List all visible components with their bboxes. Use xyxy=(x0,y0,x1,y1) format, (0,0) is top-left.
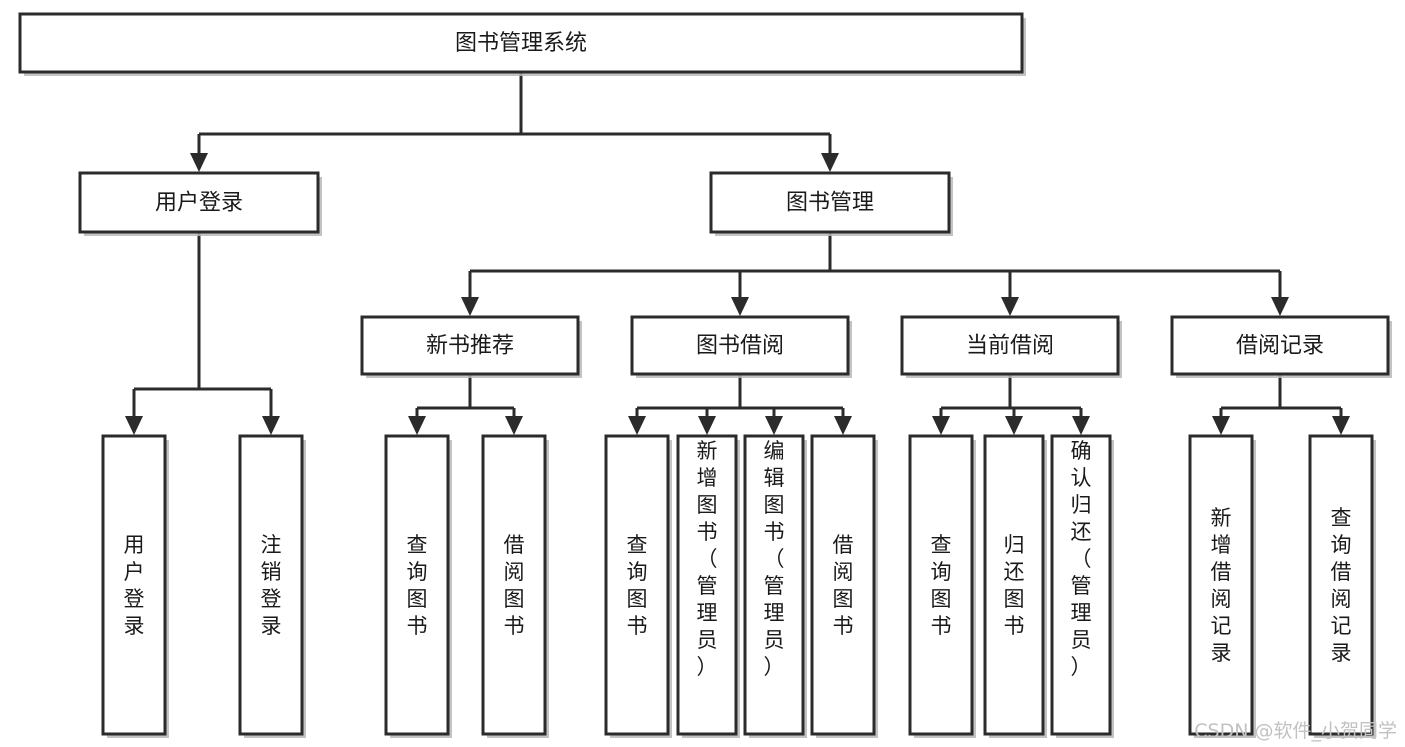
node-new-book-recommend[interactable]: 新书推荐 xyxy=(360,315,582,378)
node-label: 用户登录 xyxy=(155,191,243,216)
connector-group xyxy=(932,374,1090,435)
node-root[interactable]: 图书管理系统 xyxy=(18,12,1026,76)
node-current-borrow[interactable]: 当前借阅 xyxy=(900,315,1122,378)
arrow-head-icon xyxy=(765,416,783,435)
node-borrow-records[interactable]: 借阅记录 xyxy=(1170,315,1392,378)
node-label: 借阅记录 xyxy=(1236,334,1324,359)
node-book-management[interactable]: 图书管理 xyxy=(709,171,953,236)
node-label: 归还图书 xyxy=(1004,533,1025,638)
node-layer: 图书管理系统用户登录图书管理新书推荐图书借阅当前借阅借阅记录用户登录注销登录查询… xyxy=(18,12,1392,738)
node-label: 新增图书（管理员） xyxy=(697,439,718,679)
node-label: 编辑图书（管理员） xyxy=(764,439,785,679)
arrow-head-icon xyxy=(461,297,479,316)
arrow-head-icon xyxy=(505,416,523,435)
arrow-head-icon xyxy=(1005,416,1023,435)
node-label: 查询借阅记录 xyxy=(1331,506,1352,665)
node-leaf-edit-book-admin[interactable]: 编辑图书（管理员） xyxy=(743,434,807,738)
node-label: 确认归还（管理员） xyxy=(1071,439,1092,679)
arrow-head-icon xyxy=(1212,416,1230,435)
arrow-head-icon xyxy=(731,297,749,316)
connector-group xyxy=(1212,374,1350,435)
node-leaf-query-borrow-record[interactable]: 查询借阅记录 xyxy=(1308,434,1376,738)
arrow-head-icon xyxy=(1332,416,1350,435)
node-label: 查询图书 xyxy=(931,533,952,638)
arrow-head-icon xyxy=(1271,297,1289,316)
node-leaf-add-borrow-record[interactable]: 新增借阅记录 xyxy=(1188,434,1256,738)
node-user-login[interactable]: 用户登录 xyxy=(78,171,322,236)
connector-group xyxy=(408,374,523,435)
node-leaf-return-book[interactable]: 归还图书 xyxy=(983,434,1047,738)
node-label: 查询图书 xyxy=(407,533,428,638)
arrow-head-icon xyxy=(1001,297,1019,316)
node-label: 当前借阅 xyxy=(966,334,1054,359)
node-label: 查询图书 xyxy=(627,533,648,638)
node-label: 借阅图书 xyxy=(504,533,525,638)
arrow-head-icon xyxy=(125,416,143,435)
connector-group xyxy=(461,232,1289,316)
node-leaf-borrow-book-recommend[interactable]: 借阅图书 xyxy=(481,434,549,738)
node-label: 图书管理 xyxy=(786,191,874,216)
node-label: 图书管理系统 xyxy=(455,31,587,56)
node-label: 用户登录 xyxy=(124,533,145,638)
arrow-head-icon xyxy=(834,416,852,435)
arrow-head-icon xyxy=(932,416,950,435)
arrow-head-icon xyxy=(821,153,839,172)
arrow-head-icon xyxy=(1072,416,1090,435)
node-book-borrow[interactable]: 图书借阅 xyxy=(630,315,852,378)
node-label: 新增借阅记录 xyxy=(1211,506,1232,665)
node-leaf-confirm-return-admin[interactable]: 确认归还（管理员） xyxy=(1050,434,1114,738)
node-leaf-add-book-admin[interactable]: 新增图书（管理员） xyxy=(676,434,740,738)
arrow-head-icon xyxy=(262,416,280,435)
watermark-label: CSDN @软件_小贺同学 xyxy=(1194,720,1397,742)
node-label: 借阅图书 xyxy=(833,533,854,638)
node-leaf-logout[interactable]: 注销登录 xyxy=(238,434,306,738)
node-label: 新书推荐 xyxy=(426,334,514,359)
connector-layer xyxy=(125,72,1350,435)
arrow-head-icon xyxy=(408,416,426,435)
arrow-head-icon xyxy=(698,416,716,435)
node-leaf-query-book-recommend[interactable]: 查询图书 xyxy=(384,434,452,738)
node-leaf-user-login[interactable]: 用户登录 xyxy=(101,434,169,738)
node-label: 图书借阅 xyxy=(696,334,784,359)
arrow-head-icon xyxy=(190,153,208,172)
node-leaf-query-book[interactable]: 查询图书 xyxy=(604,434,672,738)
connector-group xyxy=(190,72,839,172)
node-leaf-borrow-book[interactable]: 借阅图书 xyxy=(810,434,878,738)
arrow-head-icon xyxy=(628,416,646,435)
node-label: 注销登录 xyxy=(261,533,282,638)
connector-group xyxy=(125,232,280,435)
node-leaf-query-book-current[interactable]: 查询图书 xyxy=(908,434,976,738)
connector-group xyxy=(628,374,852,435)
